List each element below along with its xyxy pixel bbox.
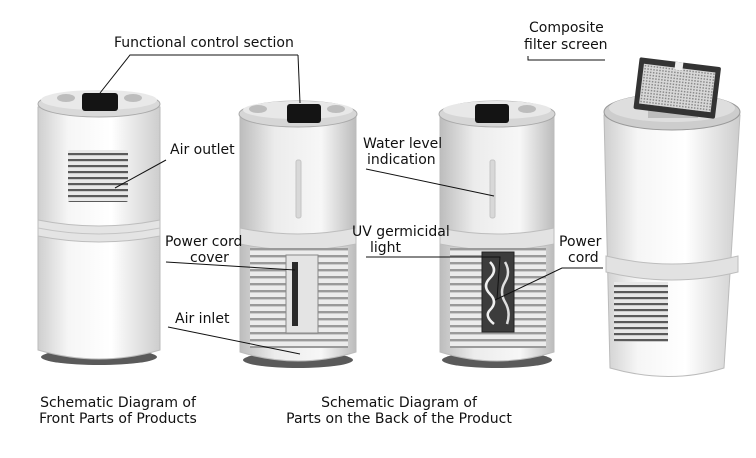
water-level-window <box>489 159 496 219</box>
composite-filter-screen <box>633 57 721 119</box>
purifier-back-view-cover <box>238 100 358 368</box>
air-outlet-grille <box>68 150 128 202</box>
control-panel <box>287 104 321 123</box>
caption-back-line2: Parts on the Back of the Product <box>286 411 512 427</box>
label-water-level-line2: indication <box>367 152 436 168</box>
label-air-outlet: Air outlet <box>170 142 235 158</box>
label-water-level-line1: Water level <box>363 136 442 152</box>
control-panel <box>82 93 118 111</box>
rear-grille <box>614 282 668 342</box>
label-power-cord-line1: Power <box>559 234 602 250</box>
water-level-window <box>295 159 302 219</box>
purifier-back-view-open <box>438 100 556 368</box>
control-panel <box>475 104 509 123</box>
label-composite-line1: Composite <box>529 20 604 36</box>
label-uv-germicidal-line2: light <box>370 240 402 256</box>
label-air-inlet: Air inlet <box>175 311 230 327</box>
power-cord-cover <box>285 254 319 334</box>
purifier-filter-view <box>603 57 741 377</box>
label-composite-line2: filter screen <box>524 37 608 53</box>
purifier-front-view <box>37 90 161 365</box>
leader-lines <box>99 54 605 355</box>
label-functional-control-section: Functional control section <box>114 35 294 51</box>
power-cord-coil <box>484 261 496 325</box>
caption-front-line1: Schematic Diagram of <box>40 395 197 411</box>
label-power-cord-line2: cord <box>568 250 599 266</box>
label-uv-germicidal-line1: UV germicidal <box>352 224 450 240</box>
label-power-cord-cover-line2: cover <box>190 250 229 266</box>
label-power-cord-cover-line1: Power cord <box>165 234 242 250</box>
caption-back-line1: Schematic Diagram of <box>321 395 478 411</box>
caption-front-line2: Front Parts of Products <box>39 411 197 427</box>
